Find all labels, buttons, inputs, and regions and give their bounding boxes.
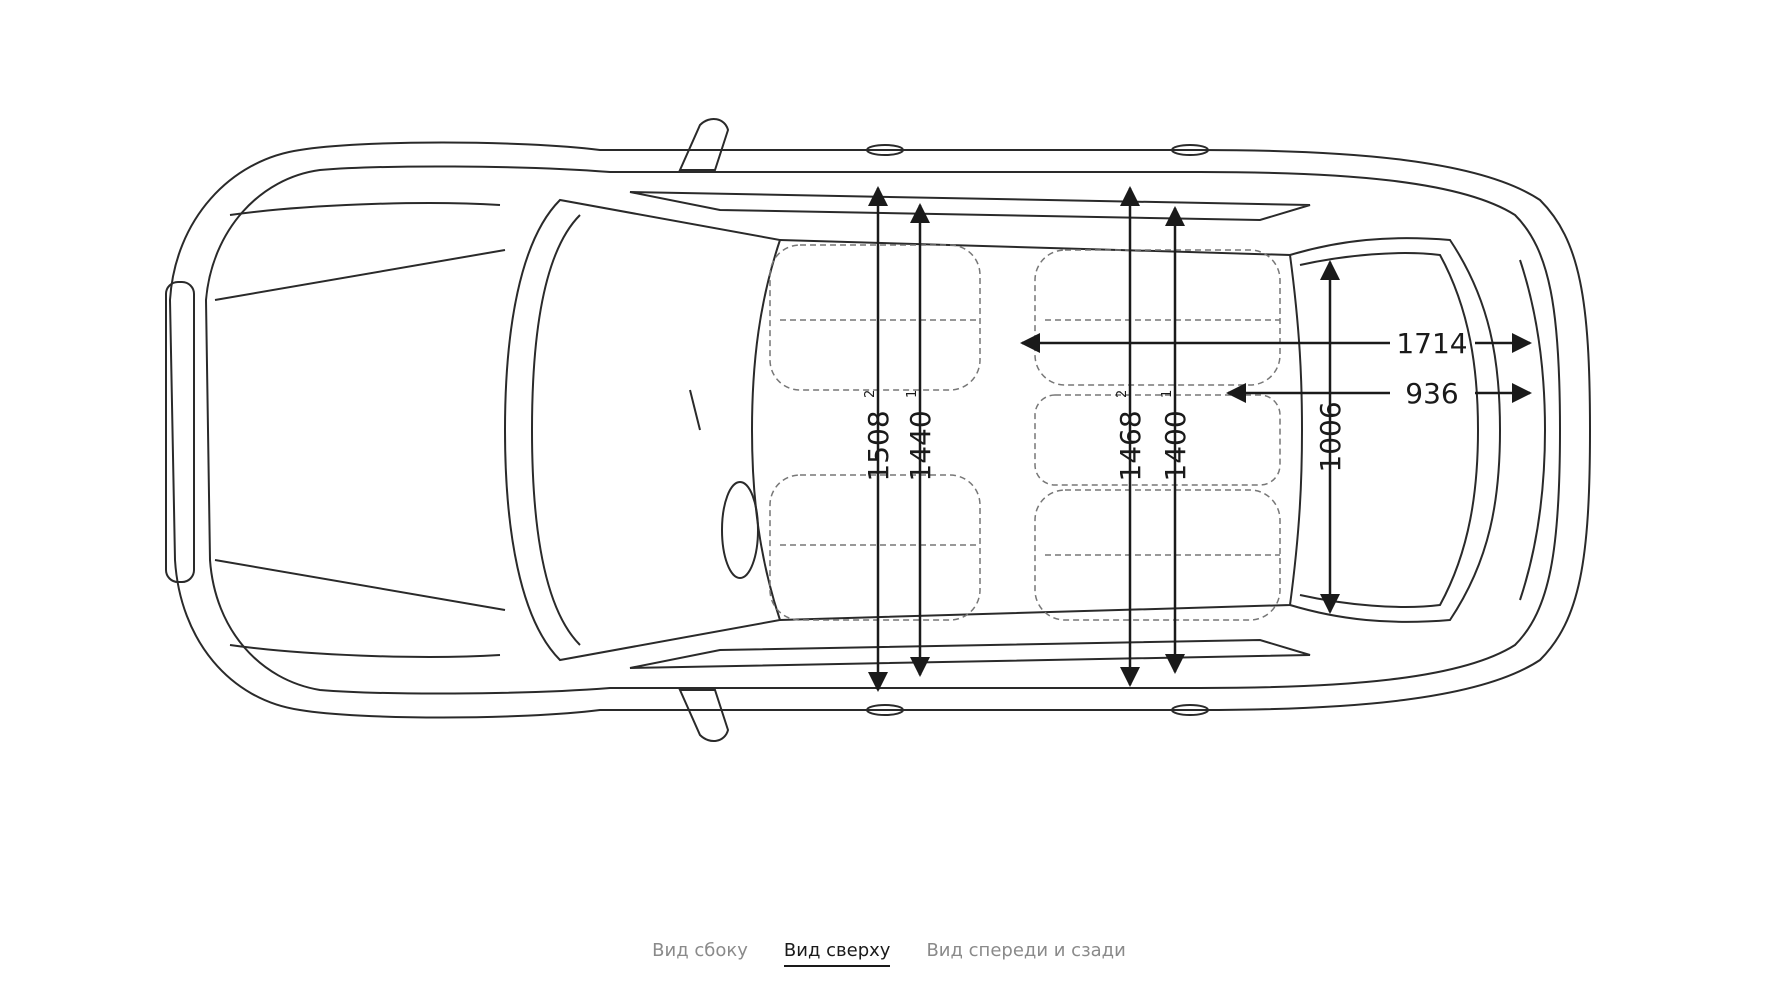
front-elbow-note: 1: [905, 390, 920, 398]
dimension-lines: [868, 186, 1532, 692]
seats-outline: [769, 244, 1281, 621]
trunk-width-value: 1006: [1314, 401, 1347, 472]
tab-front-rear-view[interactable]: Вид спереди и сзади: [926, 940, 1126, 961]
view-tabs: Вид сбоку Вид сверху Вид спереди и сзади: [0, 940, 1778, 967]
front-shoulder-note: 2: [863, 390, 878, 398]
tab-side-view[interactable]: Вид сбоку: [652, 940, 748, 961]
rear-shoulder-value: 1468: [1114, 410, 1147, 481]
car-top-view-diagram: 1508 2 1440 1 1468 2 1400 1 1006 1714 93…: [165, 118, 1592, 742]
rear-elbow-value: 1400: [1159, 410, 1192, 481]
tab-top-view[interactable]: Вид сверху: [783, 940, 891, 967]
rear-shoulder-note: 2: [1115, 390, 1130, 398]
front-shoulder-value: 1508: [862, 410, 895, 481]
load-length-value: 936: [1405, 377, 1458, 410]
load-length-max-value: 1714: [1396, 327, 1467, 360]
front-elbow-value: 1440: [904, 410, 937, 481]
dimension-labels: 1508 2 1440 1 1468 2 1400 1 1006 1714 93…: [862, 327, 1468, 482]
car-outline: [165, 118, 1592, 742]
rear-elbow-note: 1: [1160, 390, 1175, 398]
